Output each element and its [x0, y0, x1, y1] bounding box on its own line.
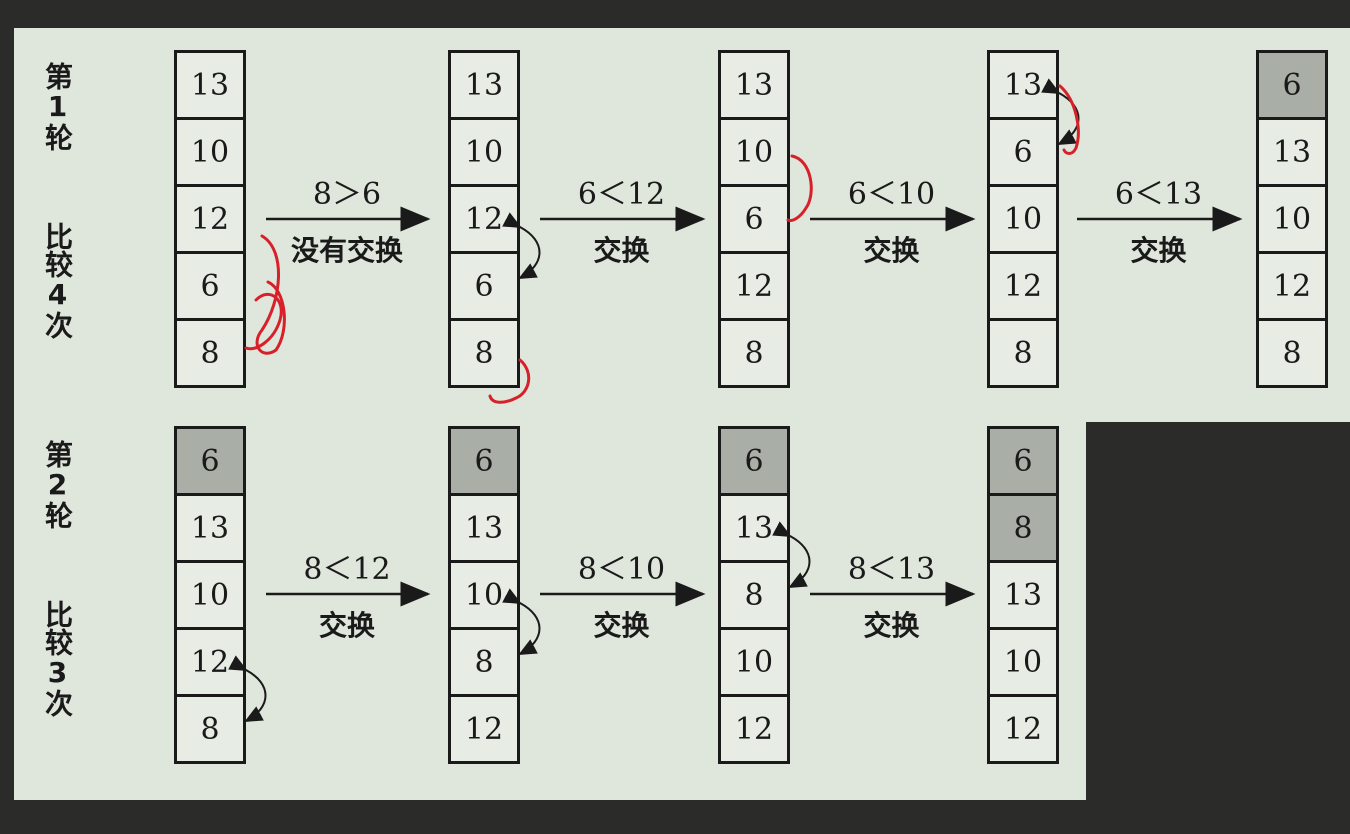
array-cell: 12	[990, 697, 1056, 761]
array-cell: 8	[177, 321, 243, 385]
action-label: 没有交换	[290, 234, 403, 267]
round-2-count-label: 比较3次	[41, 600, 74, 717]
action-label: 交换	[863, 234, 920, 267]
array-cell: 13	[721, 53, 787, 117]
comparison-label: 6＜10	[847, 177, 936, 212]
array-cell: 13	[451, 496, 517, 560]
comparison-label: 6＜13	[1114, 177, 1203, 212]
array-cell: 8	[1259, 321, 1325, 385]
array-cell: 6	[990, 120, 1056, 184]
round-2-label: 第2轮	[41, 440, 74, 529]
array-cell: 13	[1259, 120, 1325, 184]
array-cell: 13	[451, 53, 517, 117]
array-cell: 6	[721, 187, 787, 251]
comparison-label: 8＞6	[312, 177, 382, 212]
array-cell: 6	[177, 254, 243, 318]
array-cell: 10	[990, 630, 1056, 694]
sorted-cell: 6	[177, 429, 243, 493]
array-cell: 12	[451, 697, 517, 761]
array-cell: 13	[990, 53, 1056, 117]
array-cell: 10	[177, 563, 243, 627]
round-1-label: 第1轮	[41, 62, 74, 151]
array-cell: 12	[1259, 254, 1325, 318]
array-cell: 10	[177, 120, 243, 184]
array-cell: 8	[451, 321, 517, 385]
sorted-cell: 6	[451, 429, 517, 493]
array-cell: 8	[721, 563, 787, 627]
array-cell: 8	[177, 697, 243, 761]
array-cell: 10	[721, 120, 787, 184]
array-cell: 12	[990, 254, 1056, 318]
array-cell: 10	[451, 563, 517, 627]
action-label: 交换	[593, 234, 650, 267]
array-cell: 12	[721, 697, 787, 761]
action-label: 交换	[1130, 234, 1187, 267]
action-label: 交换	[318, 609, 375, 642]
round-1-count-label: 比较4次	[41, 222, 74, 339]
comparison-label: 8＜12	[303, 552, 391, 587]
sorted-cell: 6	[721, 429, 787, 493]
action-label: 交换	[593, 609, 650, 642]
array-cell: 13	[177, 496, 243, 560]
array-cell: 13	[177, 53, 243, 117]
array-cell: 12	[177, 630, 243, 694]
array-cell: 8	[990, 321, 1056, 385]
action-label: 交换	[863, 609, 920, 642]
array-cell: 8	[451, 630, 517, 694]
array-cell: 6	[451, 254, 517, 318]
comparison-label: 6＜12	[577, 177, 666, 212]
array-cell: 13	[990, 563, 1056, 627]
comparison-label: 8＜10	[577, 552, 666, 587]
array-cell: 10	[1259, 187, 1325, 251]
array-cell: 10	[451, 120, 517, 184]
sorted-cell: 6	[1259, 53, 1325, 117]
sorted-cell: 8	[990, 496, 1056, 560]
array-cell: 12	[451, 187, 517, 251]
array-cell: 10	[990, 187, 1056, 251]
array-cell: 10	[721, 630, 787, 694]
array-cell: 12	[177, 187, 243, 251]
comparison-label: 8＜13	[847, 552, 936, 587]
array-cell: 13	[721, 496, 787, 560]
sorted-cell: 6	[990, 429, 1056, 493]
array-cell: 8	[721, 321, 787, 385]
array-cell: 12	[721, 254, 787, 318]
